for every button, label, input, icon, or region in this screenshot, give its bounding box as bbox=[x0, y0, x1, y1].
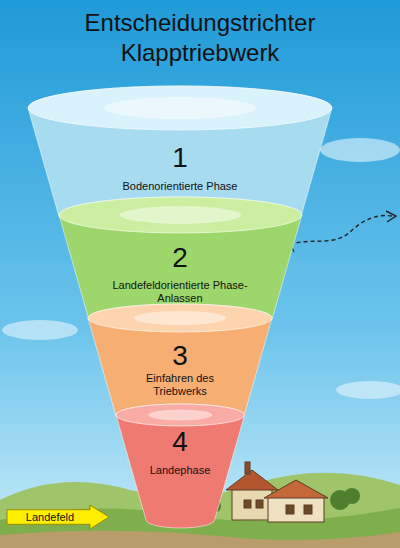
arrow-label: Landefeld bbox=[6, 504, 110, 530]
band-number: 2 bbox=[150, 241, 210, 275]
funnel-band: 4Landephase bbox=[116, 404, 245, 528]
band-label: Bodenorientierte Phase bbox=[80, 180, 280, 193]
diagram-title: Entscheidungstrichter Klapptriebwerk bbox=[10, 8, 390, 68]
band-label: Landefeldorientierte Phase-Anlassen bbox=[100, 279, 260, 305]
band-number: 1 bbox=[150, 141, 210, 175]
band-label: Einfahren des Triebwerks bbox=[120, 372, 240, 398]
band-label: Landephase bbox=[147, 464, 213, 477]
band-number: 4 bbox=[150, 425, 210, 459]
arrow-text: Landefeld bbox=[10, 511, 90, 524]
band-number: 3 bbox=[150, 339, 210, 373]
